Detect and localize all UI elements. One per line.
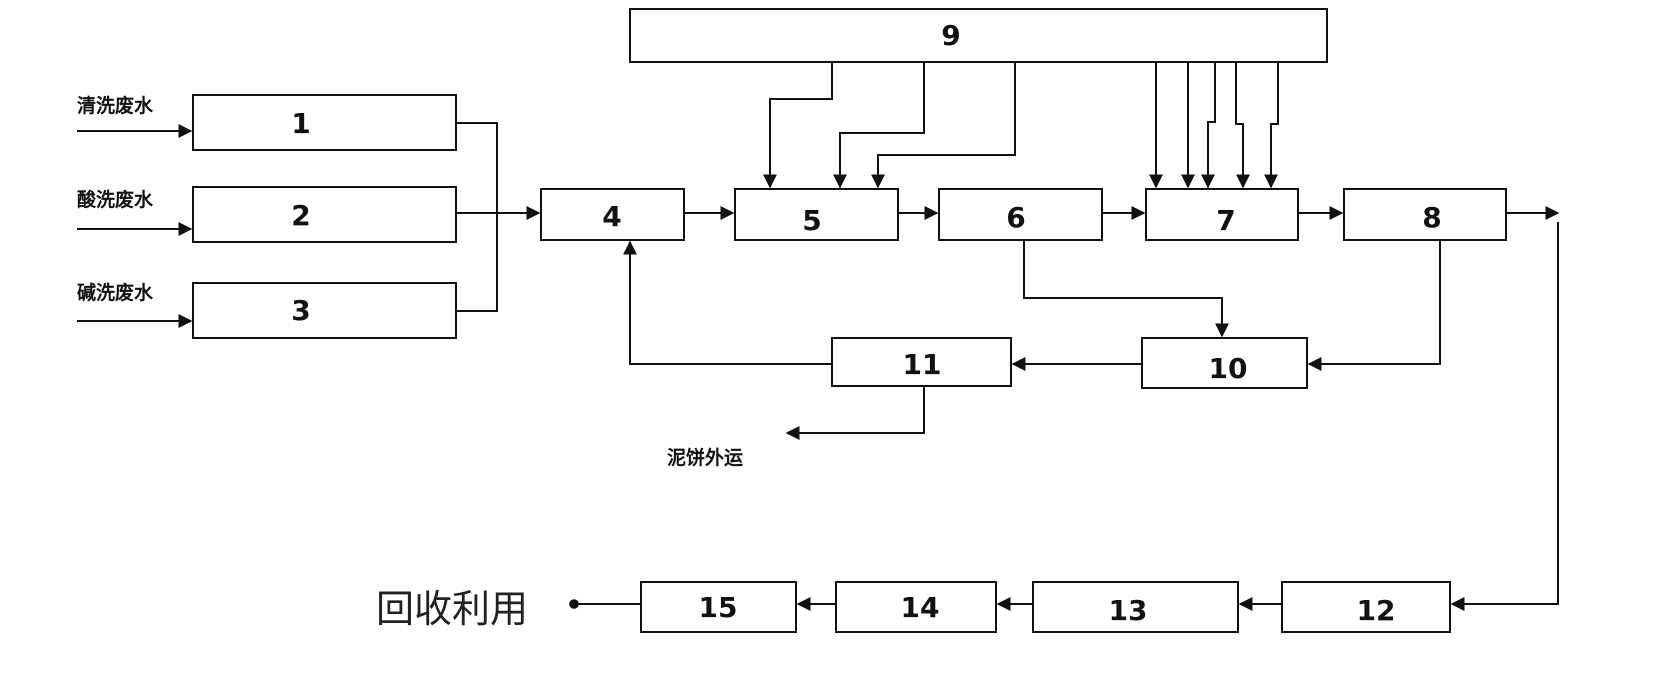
arrow-9-to-7-d [1235, 62, 1250, 189]
box-4-label: 4 [602, 200, 621, 233]
box-10: 10 [1141, 337, 1308, 389]
box-9: 9 [629, 8, 1328, 63]
box-2: 2 [192, 186, 457, 243]
connector-1-to-collector [456, 122, 498, 312]
label-acid-wastewater: 酸洗废水 [77, 188, 154, 211]
arrow-9-to-5-b [833, 62, 925, 189]
box-13: 13 [1032, 581, 1239, 633]
box-14-label: 14 [901, 591, 940, 624]
arrow-9-to-7-c [1201, 62, 1216, 189]
arrow-6-to-10 [1023, 240, 1229, 338]
label-recycle: 回收利用 [376, 587, 528, 631]
arrow-8-to-12 [1450, 222, 1559, 611]
arrow-8-to-10 [1307, 240, 1441, 371]
box-14: 14 [835, 581, 997, 633]
box-1: 1 [192, 94, 457, 151]
box-15: 15 [640, 581, 797, 633]
arrow-9-to-5-a [763, 62, 833, 189]
arrow-9-to-7-e [1264, 62, 1279, 189]
box-13-label: 13 [1109, 594, 1148, 627]
box-8-label: 8 [1422, 201, 1441, 234]
box-3: 3 [192, 282, 457, 339]
box-7-label: 7 [1216, 204, 1235, 237]
box-5: 5 [734, 188, 899, 241]
box-6-label: 6 [1006, 201, 1025, 234]
box-11: 11 [831, 337, 1012, 387]
box-3-label: 3 [291, 294, 310, 327]
label-alkali-wastewater: 碱洗废水 [77, 281, 154, 304]
label-sludge-cake-out: 泥饼外运 [667, 446, 743, 469]
box-12-label: 12 [1357, 594, 1396, 627]
box-1-label: 1 [291, 107, 310, 140]
box-8: 8 [1343, 188, 1507, 241]
arrow-9-to-5-c [871, 62, 1016, 189]
arrow-11-sludge-out [785, 386, 925, 440]
box-9-label: 9 [941, 19, 960, 52]
box-4: 4 [540, 188, 685, 241]
label-cleaning-wastewater: 清洗废水 [77, 94, 154, 117]
arrow-11-to-4 [623, 240, 832, 365]
box-6: 6 [938, 188, 1103, 241]
box-15-label: 15 [699, 591, 738, 624]
box-7: 7 [1145, 188, 1299, 241]
box-5-label: 5 [802, 204, 821, 237]
box-10-label: 10 [1209, 352, 1248, 385]
box-11-label: 11 [903, 348, 942, 381]
box-2-label: 2 [291, 199, 310, 232]
box-12: 12 [1281, 581, 1451, 633]
